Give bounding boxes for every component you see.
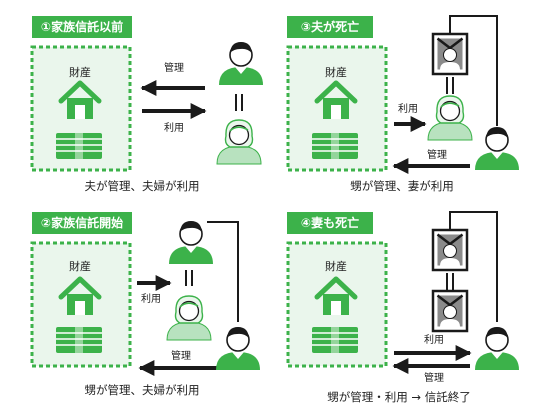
memorial-portrait-icon [431, 289, 469, 333]
money-stack-icon [55, 132, 103, 160]
panel-husband-died: ③夫が死亡 財産 利用 管理 甥が管理、妻が利用 [286, 15, 520, 193]
assets-label: 財産 [325, 65, 347, 79]
nephew-icon [474, 126, 520, 171]
panel-title-badge [32, 212, 132, 234]
panel-caption: 甥が管理・利用 → 信託終了 [327, 390, 470, 404]
arrow-bottom-label: 管理 [424, 371, 444, 384]
wife-icon [166, 295, 212, 341]
family-connector-line [449, 15, 498, 126]
arrow-bottom-label: 管理 [427, 148, 447, 161]
arrow-bottom-label: 管理 [171, 349, 191, 362]
panel-title: ④妻も死亡 [301, 215, 359, 230]
panel-caption: 甥が管理、妻が利用 [350, 179, 454, 193]
assets-label: 財産 [69, 259, 91, 273]
money-stack-icon [55, 326, 103, 354]
arrow-top-label: 利用 [398, 103, 418, 115]
memorial-portrait-icon [431, 228, 469, 272]
assets-label: 財産 [69, 65, 91, 79]
memorial-portrait-icon [431, 32, 469, 76]
panel-caption: 夫が管理、夫婦が利用 [85, 179, 200, 193]
panel-caption: 甥が管理、夫婦が利用 [85, 383, 200, 397]
panel-title-badge [287, 212, 373, 234]
panel-trust-started: ②家族信託開始 財産 利用 管理 甥が管理、夫婦が利用 [30, 212, 261, 397]
assets-label: 財産 [325, 259, 347, 273]
husband-icon [168, 220, 214, 265]
nephew-icon [215, 326, 261, 371]
nephew-icon [474, 326, 520, 371]
arrow-top-label: 利用 [424, 334, 444, 346]
arrow-top-label: 管理 [164, 61, 184, 74]
money-stack-icon [311, 132, 359, 160]
panel-wife-died: ④妻も死亡 財産 利用 管理 甥が管理・利用 → 信託終了 [286, 211, 520, 404]
panel-title: ②家族信託開始 [41, 215, 123, 230]
panel-title: ①家族信託以前 [41, 19, 123, 34]
husband-icon [218, 41, 264, 86]
wife-icon [216, 119, 262, 165]
panel-before-trust: ①家族信託以前 財産 管理 利用 夫が管理、夫婦が利用 [30, 16, 264, 193]
panel-title-badge [287, 16, 373, 38]
family-connector-line [207, 221, 239, 322]
panel-title: ③夫が死亡 [301, 19, 359, 34]
arrow-bottom-label: 利用 [164, 122, 184, 134]
family-connector-line [449, 211, 498, 322]
panel-title-badge [32, 16, 132, 38]
money-stack-icon [311, 326, 359, 354]
wife-icon [427, 95, 473, 141]
arrow-top-label: 利用 [141, 293, 161, 305]
